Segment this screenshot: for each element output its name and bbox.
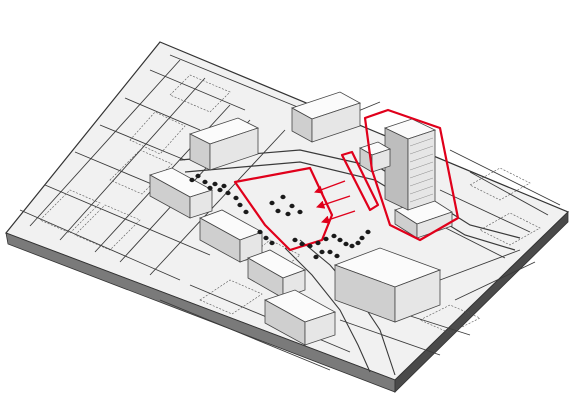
curved-road — [284, 247, 371, 373]
block-outline — [169, 74, 231, 113]
street-line — [124, 97, 201, 131]
block-outline — [419, 304, 481, 334]
tree-icon — [292, 237, 298, 243]
tree-icon — [313, 254, 319, 260]
tree-icon — [349, 243, 355, 249]
street-line — [169, 54, 301, 109]
street-line — [149, 69, 246, 111]
tree-icon — [225, 190, 231, 196]
block-outline — [129, 111, 186, 155]
tree-icon — [331, 233, 337, 239]
tree-icon — [269, 240, 275, 246]
tree-icon — [343, 241, 349, 247]
tree-icon — [289, 203, 295, 209]
building-southeast-large — [333, 247, 442, 323]
tree-cluster — [189, 173, 371, 260]
street-line — [454, 261, 536, 301]
slab-side-right — [394, 211, 569, 393]
tree-icon — [323, 236, 329, 242]
tree-icon — [359, 235, 365, 241]
tree-icon — [307, 243, 313, 249]
tree-icon — [221, 183, 227, 189]
tree-icon — [337, 237, 343, 243]
tree-icon — [297, 209, 303, 215]
street-line — [339, 319, 441, 356]
street-line — [44, 184, 211, 256]
street-line — [99, 124, 186, 161]
block-outline — [469, 167, 531, 201]
tree-icon — [212, 181, 218, 187]
highrise-tower — [383, 118, 437, 211]
red-path-strip — [340, 150, 380, 212]
building-south-southwest — [264, 289, 336, 346]
site-plaza-outline — [233, 166, 334, 252]
block-outline — [39, 189, 101, 234]
tower-podium — [394, 197, 453, 239]
block-outline — [199, 279, 263, 315]
tree-icon — [233, 195, 239, 201]
pavilion-small — [359, 141, 391, 173]
arrow — [314, 180, 346, 194]
building-south — [247, 249, 306, 299]
street-line — [59, 77, 206, 241]
tree-icon — [319, 249, 325, 255]
base-slab — [5, 41, 570, 393]
tree-icon — [189, 177, 195, 183]
tower-site-outline — [363, 108, 460, 242]
street-line — [149, 129, 286, 276]
tree-icon — [257, 229, 263, 235]
street-line — [439, 189, 531, 233]
tree-icon — [237, 202, 243, 208]
block-outline — [74, 204, 141, 251]
tree-icon — [269, 200, 275, 206]
building-southwest — [199, 209, 263, 263]
tree-icon — [275, 208, 281, 214]
tree-icon — [299, 241, 305, 247]
arrow — [316, 195, 351, 209]
tree-icon — [355, 240, 361, 246]
tree-icon — [217, 187, 223, 193]
tower-window-bands — [409, 137, 434, 203]
building-northwest — [188, 117, 260, 171]
block-outline — [479, 212, 541, 246]
tree-icon — [327, 249, 333, 255]
tree-icon — [207, 185, 213, 191]
tree-icon — [365, 229, 371, 235]
building-west-slab — [148, 167, 214, 219]
street-line — [159, 299, 331, 371]
tree-icon — [263, 235, 269, 241]
tree-icon — [195, 173, 201, 179]
highlight-outlines — [233, 108, 460, 252]
tree-icon — [243, 209, 249, 215]
tree-icon — [315, 240, 321, 246]
street-line — [449, 149, 561, 206]
tree-icon — [280, 194, 286, 200]
tree-icon — [334, 253, 340, 259]
street-line — [19, 209, 181, 281]
building-north-l — [291, 91, 361, 143]
tree-icon — [202, 179, 208, 185]
arrow — [321, 210, 356, 224]
street-line — [439, 249, 521, 281]
block-outline — [109, 149, 173, 195]
street-line — [469, 171, 549, 216]
tree-icon — [285, 211, 291, 217]
direction-arrows — [314, 180, 356, 224]
street-line — [29, 59, 181, 227]
